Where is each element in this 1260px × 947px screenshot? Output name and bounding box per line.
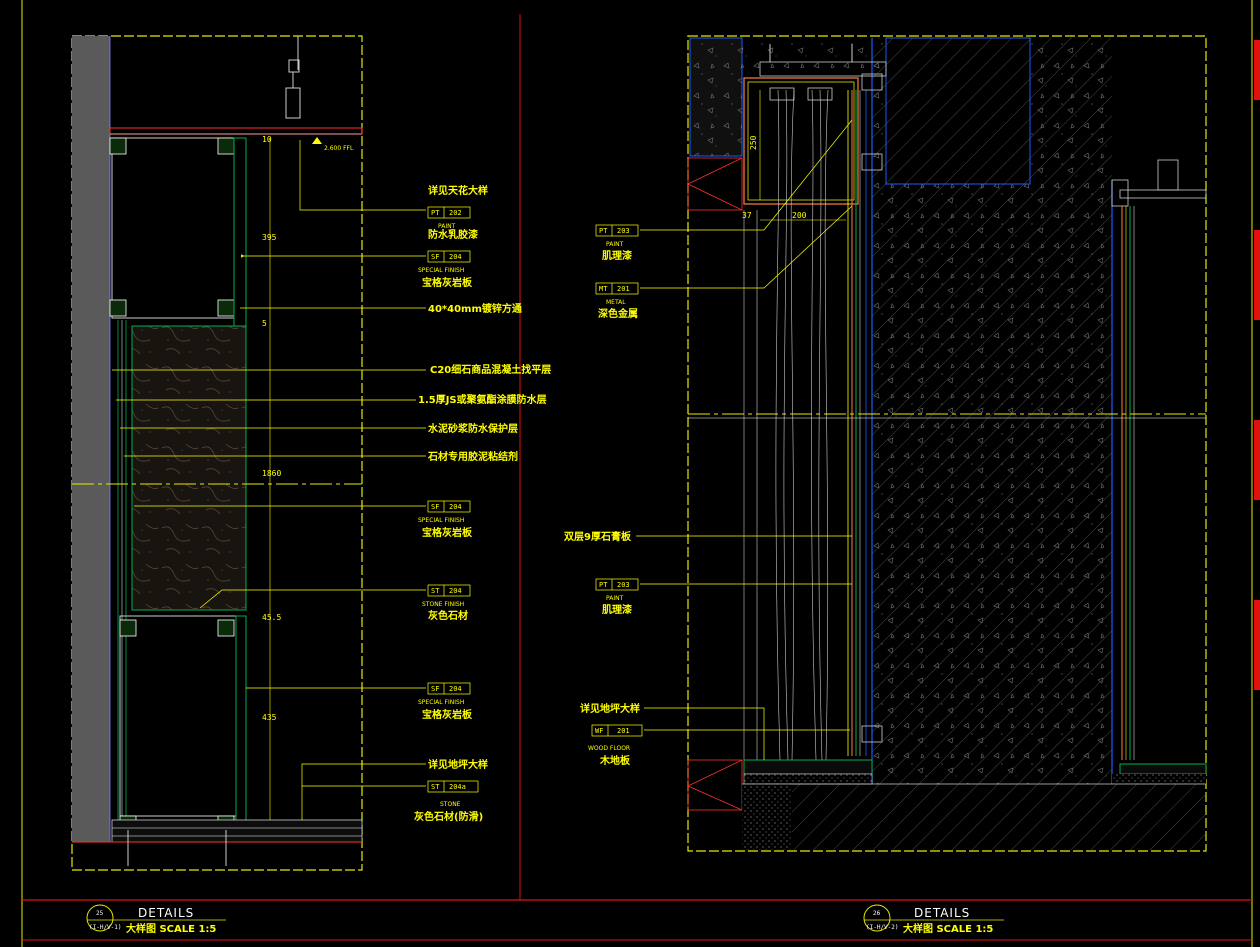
right-callouts: PT 203 PAINT 肌理漆 MT 201 METAL 深色金属 双层9厚石… [564,119,853,767]
svg-text:MT: MT [599,285,608,293]
dim-45-5: 45.5 [262,613,281,622]
tag-c13: ST 204a STONE 灰色石材(防滑) [414,780,483,823]
callout-c4: 40*40mm镀锌方通 [428,302,522,315]
svg-text:204: 204 [449,253,462,261]
svg-text:SF: SF [431,253,439,261]
svg-text:PT: PT [431,209,440,217]
callout-c8: 石材专用胶泥粘结剂 [427,450,518,463]
tag-c2: PT 202 PAINT 防水乳胶漆 [427,206,478,241]
tag-c11: SF 204 SPECIAL FINISH 宝格灰岩板 [418,682,473,721]
callout-c1: 详见天花大样 [428,184,488,197]
svg-text:204a: 204a [449,783,466,791]
tag-c9: SF 204 SPECIAL FINISH 宝格灰岩板 [418,500,473,539]
svg-text:25: 25 [96,910,104,917]
svg-text:深色金属: 深色金属 [598,307,638,320]
svg-text:203: 203 [617,227,630,235]
svg-text:木地板: 木地板 [599,754,631,767]
left-section-detail: 10 395 5 1860 45.5 435 2.600 FFL [71,35,363,871]
dim-200: 200 [792,211,807,220]
title-block-26: 26 (I-H/V-2) DETAILS 大样图 SCALE 1:5 [863,904,1004,935]
sheet-frame [21,0,1260,947]
right-section-detail: 250 200 37 [687,35,1207,852]
callout-c12: 详见地坪大样 [428,758,488,771]
svg-text:WF: WF [595,727,603,735]
svg-text:肌理漆: 肌理漆 [602,249,632,262]
svg-text:PAINT: PAINT [438,223,456,230]
svg-text:SPECIAL FINISH: SPECIAL FINISH [418,267,464,274]
elevation-mark: 2.600 FFL [324,145,354,152]
svg-text:SF: SF [431,685,439,693]
tag-c10: ST 204 STONE FINISH 灰色石材 [422,584,471,622]
tag-r4: PT 203 PAINT 肌理漆 [595,578,639,616]
svg-text:SPECIAL FINISH: SPECIAL FINISH [418,517,464,524]
left-callouts: 详见天花大样 PT 202 PAINT 防水乳胶漆 SF 204 SPECIAL… [112,140,551,823]
callout-c6: 1.5厚JS或聚氨酯涂膜防水层 [418,393,547,406]
svg-text:26: 26 [873,910,881,917]
tag-c3: SF 204 SPECIAL FINISH 宝格灰岩板 [418,250,473,289]
svg-text:PAINT: PAINT [606,595,624,602]
dim-37: 37 [742,211,752,220]
svg-text:肌理漆: 肌理漆 [602,603,632,616]
dim-435: 435 [262,713,277,722]
svg-text:STONE FINISH: STONE FINISH [422,601,464,608]
svg-text:大样图 SCALE 1:5: 大样图 SCALE 1:5 [903,922,993,935]
svg-text:宝格灰岩板: 宝格灰岩板 [422,708,473,721]
dim-5: 5 [262,319,267,328]
dim-1860: 1860 [262,469,281,478]
svg-text:STONE: STONE [440,801,461,808]
svg-text:METAL: METAL [606,299,626,306]
svg-text:204: 204 [449,503,462,511]
callout-r3: 双层9厚石膏板 [564,530,632,543]
svg-text:WOOD FLOOR: WOOD FLOOR [588,745,630,752]
svg-text:PT: PT [599,227,608,235]
svg-text:防水乳胶漆: 防水乳胶漆 [428,228,478,241]
svg-text:203: 203 [617,581,630,589]
svg-text:PT: PT [599,581,608,589]
svg-text:201: 201 [617,727,630,735]
svg-text:宝格灰岩板: 宝格灰岩板 [422,276,473,289]
tag-r1: PT 203 PAINT 肌理漆 [595,224,639,262]
callout-c5: C20细石商品混凝土找平层 [430,363,551,376]
tag-r6: WF 201 WOOD FLOOR 木地板 [588,724,643,767]
svg-text:(I-H/V-2): (I-H/V-2) [866,924,899,931]
svg-text:(I-H/V-1): (I-H/V-1) [89,924,122,931]
svg-text:SF: SF [431,503,439,511]
svg-text:204: 204 [449,685,462,693]
dim-10: 10 [262,135,272,144]
svg-text:PAINT: PAINT [606,241,624,248]
svg-text:201: 201 [617,285,630,293]
svg-text:202: 202 [449,209,462,217]
svg-text:大样图 SCALE 1:5: 大样图 SCALE 1:5 [126,922,216,935]
svg-text:灰色石材(防滑): 灰色石材(防滑) [414,810,483,823]
svg-text:灰色石材: 灰色石材 [428,609,468,622]
svg-text:204: 204 [449,587,462,595]
tag-r2: MT 201 METAL 深色金属 [595,282,639,320]
concrete-wall [72,36,110,842]
svg-text:ST: ST [431,587,440,595]
callout-r5: 详见地坪大样 [580,702,640,715]
callout-c7: 水泥砂浆防水保护层 [427,422,518,435]
dim-250: 250 [749,135,758,150]
svg-text:SPECIAL FINISH: SPECIAL FINISH [418,699,464,706]
svg-text:ST: ST [431,783,440,791]
svg-text:DETAILS: DETAILS [914,906,970,920]
title-block-25: 25 (I-H/V-1) DETAILS 大样图 SCALE 1:5 [86,904,226,935]
svg-text:DETAILS: DETAILS [138,906,194,920]
dim-395: 395 [262,233,277,242]
svg-text:宝格灰岩板: 宝格灰岩板 [422,526,473,539]
